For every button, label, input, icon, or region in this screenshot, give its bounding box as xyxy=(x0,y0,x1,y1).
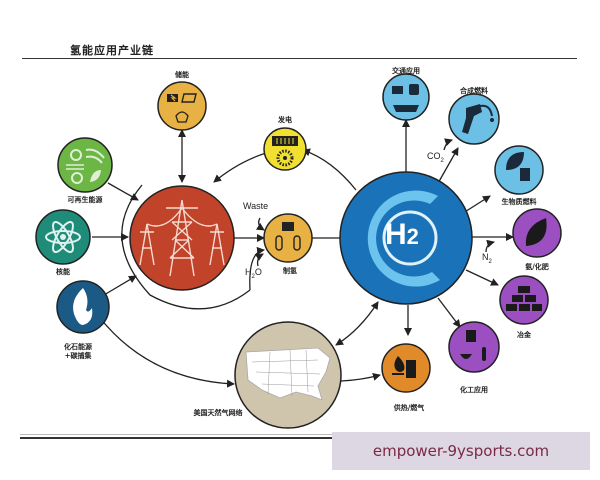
truck-icon xyxy=(392,86,403,94)
label-chemical: 化工应用 xyxy=(460,385,488,394)
fuel-nozzle-icon xyxy=(462,104,482,134)
hydro-icon xyxy=(71,172,83,184)
node-ammonia xyxy=(512,208,562,258)
us-map-icon xyxy=(245,347,331,401)
co2-annotation: CO2 xyxy=(427,151,444,164)
node-power-gen xyxy=(263,127,307,171)
node-biofuel xyxy=(494,145,544,195)
leaf-drop-icon xyxy=(506,152,524,170)
train-icon xyxy=(409,84,419,95)
barrel-icon xyxy=(520,168,530,181)
h2o-annotation: H2O xyxy=(245,267,262,280)
node-chemical xyxy=(448,321,500,373)
leaf-icon xyxy=(90,170,101,182)
watermark-text: empower-9ysports.com xyxy=(372,442,550,460)
solar-panel-icon xyxy=(181,93,197,103)
node-production xyxy=(263,213,313,263)
top-divider xyxy=(22,58,577,59)
bottom-divider xyxy=(20,437,575,439)
atom-icon xyxy=(45,220,81,254)
node-heating xyxy=(381,343,431,393)
label-heating: 供热/燃气 xyxy=(393,403,425,412)
node-transport xyxy=(382,73,430,121)
label-nuclear: 核能 xyxy=(56,267,70,276)
sun-icon xyxy=(70,149,82,161)
watermark-banner: empower-9ysports.com xyxy=(332,432,590,470)
pumped-hydro-icon xyxy=(175,111,189,123)
page-title: 氢能应用产业链 xyxy=(70,44,154,57)
flame-icon xyxy=(394,356,405,372)
test-tube-icon xyxy=(482,347,486,361)
node-nuclear xyxy=(35,209,91,265)
gas-tank-icon xyxy=(275,235,283,251)
label-biofuel: 生物质燃料 xyxy=(501,197,537,206)
node-metallurgy xyxy=(499,275,549,325)
node-grid xyxy=(129,185,235,291)
label-synthetic-fuel: 合成燃料 xyxy=(460,86,488,95)
label-fossil: 化石能源 +碳捕集 xyxy=(64,342,92,360)
wind-icon xyxy=(85,148,105,164)
label-gas-network: 美国天然气网络 xyxy=(193,408,243,417)
n2-annotation: N2 xyxy=(482,252,492,265)
node-storage xyxy=(157,81,207,131)
label-metallurgy: 冶金 xyxy=(517,330,531,339)
ship-icon xyxy=(393,105,419,112)
mortar-icon xyxy=(460,354,472,359)
h2-swoosh-icon xyxy=(367,190,440,287)
electrolyzer-icon xyxy=(282,222,294,231)
h2-hub-label: H2 xyxy=(385,218,419,251)
label-renewables: 可再生能源 xyxy=(67,195,103,204)
label-transport: 交通应用 xyxy=(392,66,420,75)
factory-icon xyxy=(466,330,476,342)
node-fossil xyxy=(56,280,110,334)
turbine-icon xyxy=(276,149,294,167)
node-renewables xyxy=(57,137,113,193)
leaf-icon xyxy=(525,218,547,246)
label-storage: 储能 xyxy=(175,70,189,79)
node-synthetic-fuel xyxy=(448,93,500,145)
label-power-gen: 发电 xyxy=(278,115,292,124)
bottom-divider-light xyxy=(20,434,575,435)
node-h2-hub xyxy=(339,171,473,305)
waste-annotation: Waste xyxy=(243,201,269,211)
power-tower-icon xyxy=(139,199,225,277)
connectors xyxy=(92,119,514,388)
label-ammonia: 氨/化肥 xyxy=(525,262,549,271)
label-production: 制氢 xyxy=(283,266,297,275)
flame-icon xyxy=(73,288,93,325)
building-icon xyxy=(406,360,416,378)
ingots-icon xyxy=(506,286,542,311)
node-gas-network xyxy=(234,321,342,429)
